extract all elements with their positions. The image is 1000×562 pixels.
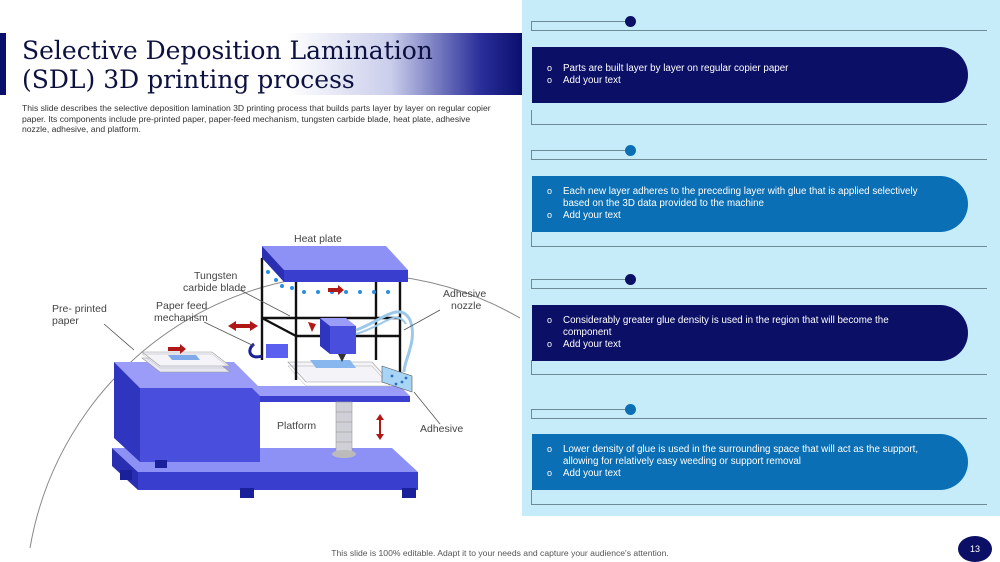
slide-description: This slide describes the selective depos… [22, 103, 491, 135]
motion-arrows [168, 285, 384, 440]
decorative-arc [29, 273, 521, 549]
step-card-1: Parts are built layer by layer on regula… [532, 47, 968, 103]
connector-line [531, 30, 987, 32]
connector-line [531, 504, 987, 506]
connector-line [531, 110, 533, 124]
sdl-machine-diagram: Heat plate Tungsten carbide blade Pre- p… [29, 233, 521, 549]
label-pre-printed-2: paper [52, 315, 79, 327]
title-accent-bar [0, 33, 6, 95]
slide-title: Selective Deposition Lamination (SDL) 3D… [22, 36, 433, 94]
connector-line [531, 246, 987, 248]
heat-plate [262, 246, 408, 294]
label-heat-plate: Heat plate [294, 233, 342, 245]
connector-line [531, 124, 987, 126]
label-pre-printed-1: Pre- printed [52, 303, 107, 315]
label-tungsten-blade-1: Tungsten [194, 270, 238, 282]
label-adhesive: Adhesive [420, 423, 463, 435]
connector-line [531, 360, 533, 374]
connector-line [531, 288, 987, 290]
page-number-badge: 13 [958, 536, 992, 562]
step-marker-dot [625, 404, 636, 415]
connector-line [531, 374, 987, 376]
connector-line [531, 279, 533, 288]
connector-line [531, 232, 533, 246]
connector-line [531, 150, 625, 152]
connector-line [531, 279, 625, 281]
step-3-bullet-1: Considerably greater glue density is use… [546, 314, 936, 340]
connector-line [531, 490, 533, 504]
platform-support [250, 386, 410, 458]
step-marker-dot [625, 145, 636, 156]
platform-layers [287, 360, 391, 387]
step-4-bullet-2: Add your text [546, 467, 936, 480]
step-3-bullet-2: Add your text [546, 338, 936, 351]
connector-line [531, 409, 625, 411]
label-paper-feed-2: mechanism [154, 312, 208, 324]
step-4-bullet-1: Lower density of glue is used in the sur… [546, 443, 936, 469]
label-paper-feed-1: Paper feed [156, 300, 208, 312]
connector-line [531, 21, 625, 23]
adhesive-nozzle-head [320, 310, 414, 373]
pre-printed-paper-stack [141, 351, 231, 373]
paper-feed-roller [248, 342, 288, 359]
connector-line [531, 409, 533, 418]
connector-line [531, 150, 533, 159]
footer-note: This slide is 100% editable. Adapt it to… [331, 548, 669, 558]
step-card-3: Considerably greater glue density is use… [532, 305, 968, 361]
title-banner [0, 33, 522, 95]
label-tungsten-blade-2: carbide blade [183, 282, 246, 294]
paper-feed-box [114, 362, 260, 468]
step-card-4: Lower density of glue is used in the sur… [532, 434, 968, 490]
step-1-bullet-2: Add your text [546, 74, 936, 87]
label-leader-lines [103, 289, 441, 425]
label-adhesive-nozzle-1: Adhesive [443, 288, 486, 300]
step-marker-dot [625, 16, 636, 27]
step-2-bullet-2: Add your text [546, 209, 936, 222]
step-1-bullet-1: Parts are built layer by layer on regula… [546, 62, 936, 75]
step-marker-dot [625, 274, 636, 285]
adhesive-tank [381, 365, 413, 393]
label-platform: Platform [277, 420, 316, 432]
connector-line [531, 418, 987, 420]
step-card-2: Each new layer adheres to the preceding … [532, 176, 968, 232]
connector-line [531, 21, 533, 30]
connector-line [531, 159, 987, 161]
label-adhesive-nozzle-2: nozzle [451, 300, 482, 312]
step-2-bullet-1: Each new layer adheres to the preceding … [546, 185, 936, 211]
